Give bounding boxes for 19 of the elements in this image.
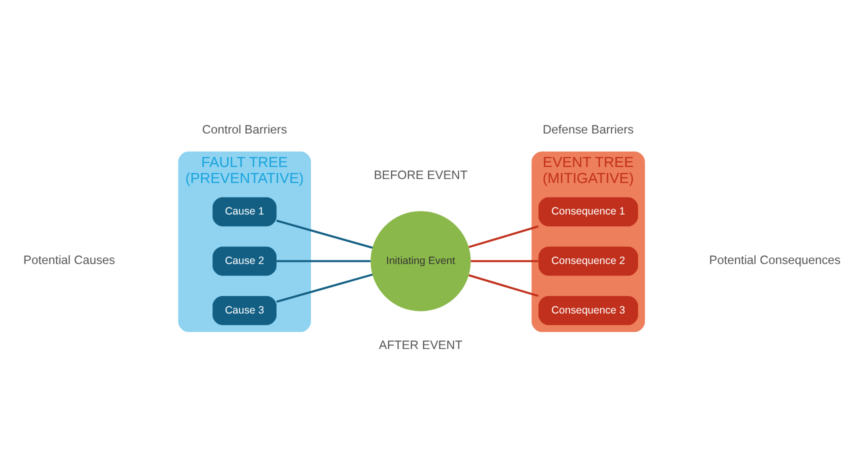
label: Defense Barriers (542, 122, 634, 136)
node-box: Cause 1 (212, 196, 277, 226)
node-circle: Initiating Event (370, 210, 471, 311)
node-box: Consequence 2 (538, 246, 638, 276)
label: Potential Causes (23, 252, 116, 267)
label: BEFORE EVENT (374, 167, 468, 182)
connector (276, 260, 370, 262)
node-box: Cause 3 (212, 295, 277, 325)
node-box: Consequence 1 (538, 196, 638, 226)
label: Control Barriers (202, 122, 288, 136)
connector (468, 274, 539, 296)
connector (276, 219, 373, 248)
node-box: Consequence 3 (538, 295, 638, 325)
connector (276, 273, 373, 302)
connector (468, 224, 539, 248)
label: Potential Consequences (709, 252, 841, 267)
node-box: Cause 2 (212, 246, 277, 276)
connector (470, 260, 538, 262)
label: AFTER EVENT (378, 338, 462, 352)
